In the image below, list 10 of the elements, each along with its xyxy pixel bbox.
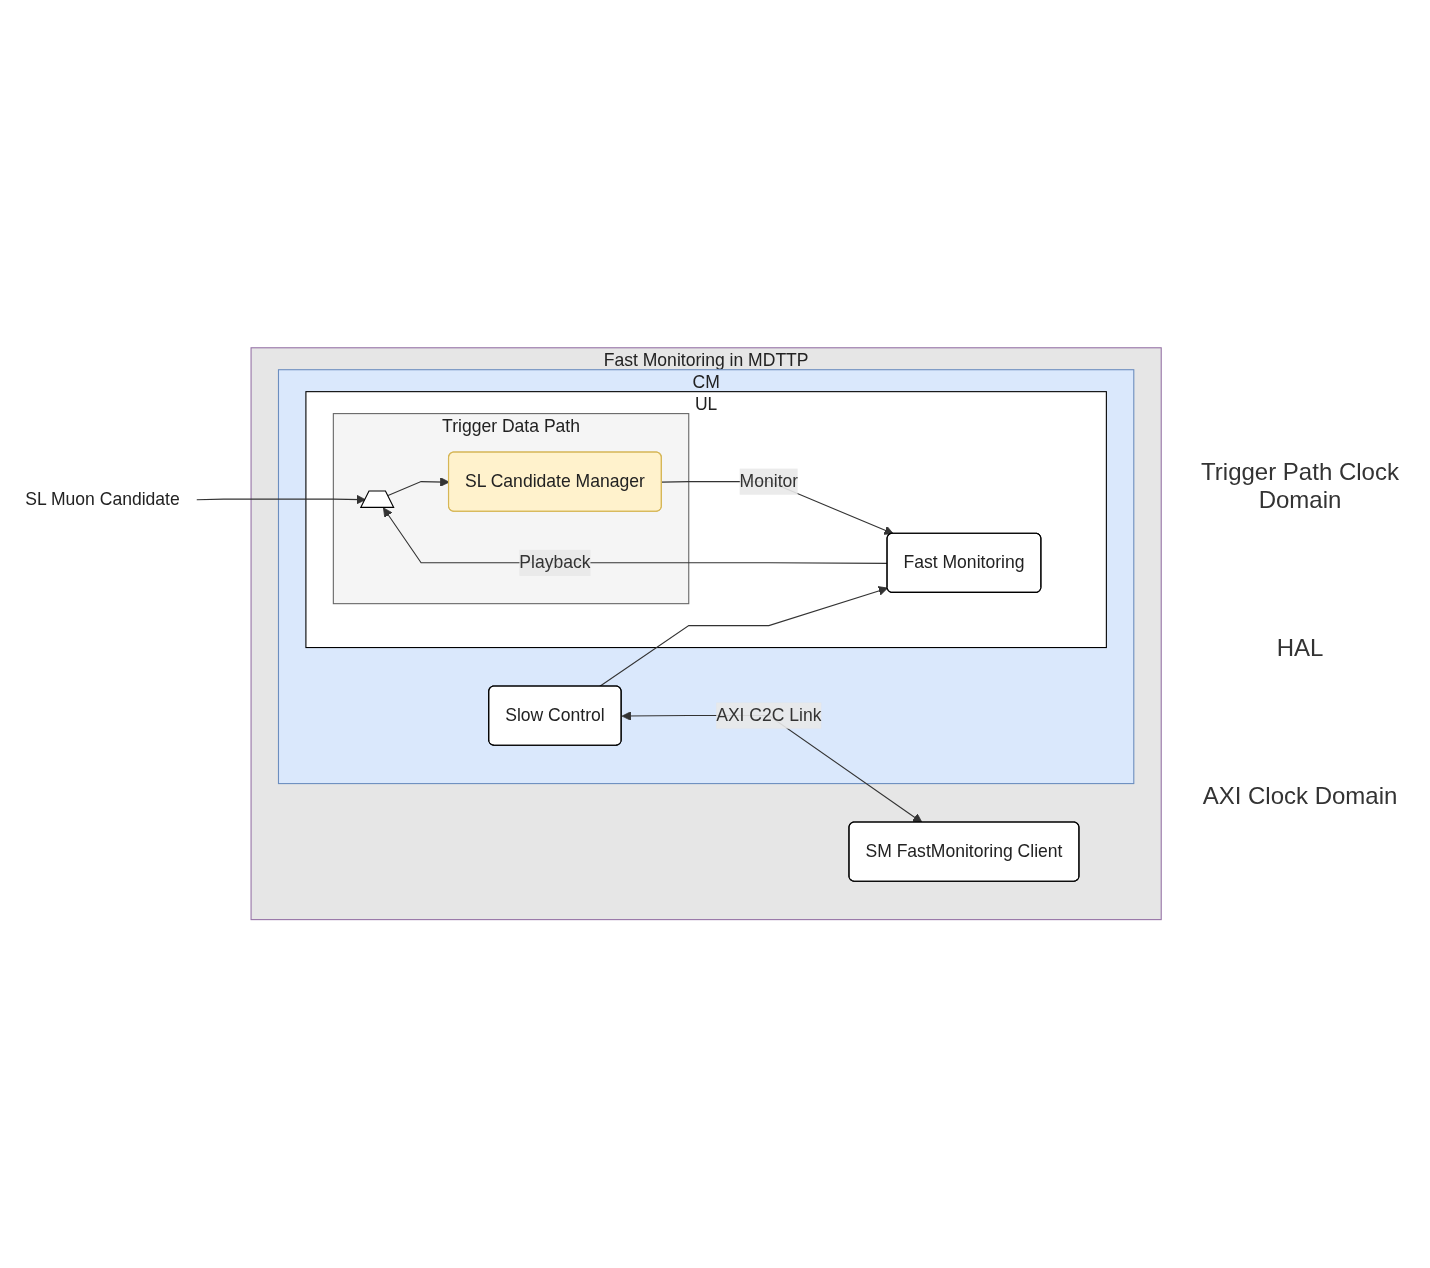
edge-label: AXI C2C Link [716, 705, 822, 725]
domain-label: AXI Clock Domain [1201, 782, 1399, 810]
edge-label: Monitor [739, 472, 799, 491]
edge-label: Playback [519, 553, 591, 572]
node-trapezoid [359, 490, 395, 509]
arrow [599, 586, 889, 688]
domain-label: HAL [1275, 634, 1325, 662]
domain-label: Trigger Path Clock Domain [1200, 458, 1400, 514]
arrow [196, 495, 366, 505]
node-text: SL Muon Candidate [25, 489, 180, 509]
